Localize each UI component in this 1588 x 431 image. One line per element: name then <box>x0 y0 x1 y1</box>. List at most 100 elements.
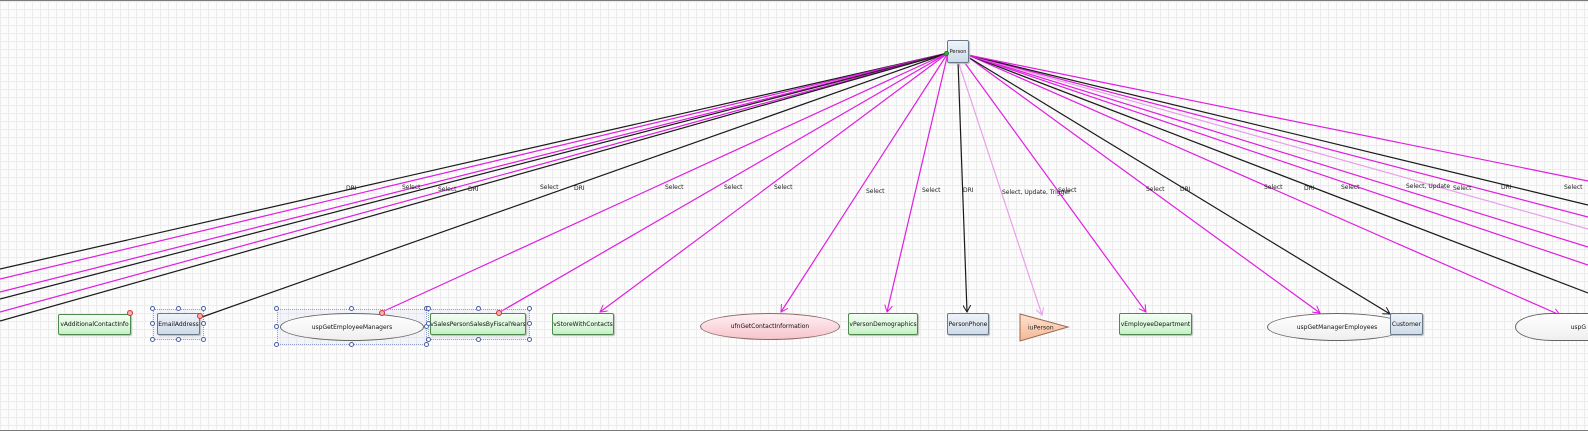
edge-select-uspg <box>967 54 1560 315</box>
selection-handle[interactable] <box>426 306 431 311</box>
selection-handle[interactable] <box>424 342 429 347</box>
node-person[interactable]: Person <box>947 40 969 63</box>
edge-label: Select, Update <box>1406 183 1450 190</box>
edge-label: Select <box>540 184 559 191</box>
selection-handle[interactable] <box>349 342 354 347</box>
selection-handle[interactable] <box>150 306 155 311</box>
reference-handle[interactable] <box>379 310 385 316</box>
edge-label: Select <box>438 186 457 193</box>
selection-handle[interactable] <box>527 321 532 326</box>
node-label: vEmployeeDepartment <box>1120 320 1191 328</box>
node-label: uspGetManagerEmployees <box>1296 323 1378 331</box>
node-label: vStoreWithContacts <box>553 320 613 328</box>
selection-handle[interactable] <box>476 306 481 311</box>
node-ufngetcontactinformation[interactable]: ufnGetContactInformation <box>700 313 840 340</box>
edge-label: Select <box>774 184 793 191</box>
edge-select-right-1 <box>967 54 1588 266</box>
edge-label: DRI <box>1180 186 1191 193</box>
selection-handle[interactable] <box>274 342 279 347</box>
node-label: vPersonDemographics <box>849 320 917 328</box>
selection-handle[interactable] <box>476 337 481 342</box>
edge-label: DRI <box>963 187 974 194</box>
node-label: EmailAddress <box>158 320 199 328</box>
reference-handle[interactable] <box>127 310 133 316</box>
edge-label: DRI <box>468 186 479 193</box>
edge-dri-left-2 <box>0 52 949 300</box>
edge-select-vpersondemographics <box>887 52 949 312</box>
node-vpersondemographics[interactable]: vPersonDemographics <box>848 313 918 335</box>
node-vadditionalcontactinfo[interactable]: vAdditionalContactInfo <box>58 314 131 335</box>
edge-label: Select <box>922 187 941 194</box>
node-label: ufnGetContactInformation <box>730 323 810 330</box>
node-customer[interactable]: Customer <box>1390 313 1423 335</box>
selection-handle[interactable] <box>527 306 532 311</box>
node-emailaddress[interactable]: EmailAddress <box>157 313 200 335</box>
selection-handle[interactable] <box>201 337 206 342</box>
edge-select-vstorewithcontacts <box>600 52 949 312</box>
edge-label: Select <box>1058 187 1077 194</box>
edge-select-right-3 <box>967 54 1588 218</box>
edge-select-uspgetmanageremployees <box>967 56 1320 313</box>
selection-handle[interactable] <box>349 306 354 311</box>
node-label: Customer <box>1391 320 1422 328</box>
node-uspgetmanageremployees[interactable]: uspGetManagerEmployees <box>1267 313 1407 341</box>
edge-label: DRI <box>1304 185 1315 192</box>
edge-dri-right-1 <box>967 54 1588 294</box>
node-label: uspG <box>1570 323 1586 331</box>
selection-handle[interactable] <box>150 321 155 326</box>
reference-handle[interactable] <box>197 313 203 319</box>
node-uspg-partial[interactable]: uspG <box>1515 313 1588 341</box>
node-uspgetemployeemanagers[interactable]: uspGetEmployeeManagers <box>280 313 424 341</box>
edge-label: Select <box>665 184 684 191</box>
selection-handle[interactable] <box>426 321 431 326</box>
edge-select-left-1 <box>0 52 949 280</box>
node-anchor[interactable] <box>944 51 949 56</box>
node-vsalespersonsalesbyfiscalyears[interactable]: vSalesPersonSalesByFiscalYears <box>430 313 526 335</box>
edge-dri-left-1 <box>0 52 949 270</box>
node-label: iuPerson <box>1028 325 1054 332</box>
selection-handle[interactable] <box>274 306 279 311</box>
edge-select-vemployeedepartment <box>961 58 1146 312</box>
edge-dri-personphone <box>957 60 967 312</box>
selection-handle[interactable] <box>176 337 181 342</box>
edge-dri-emailaddress <box>0 52 949 322</box>
node-label: vSalesPersonSalesByFiscalYears <box>430 320 526 328</box>
node-label: uspGetEmployeeManagers <box>311 323 393 331</box>
edge-label: DRI <box>1501 184 1512 191</box>
reference-handle[interactable] <box>496 310 502 316</box>
selection-handle[interactable] <box>150 337 155 342</box>
edge-label: Select <box>1146 186 1165 193</box>
edge-label: Select <box>1264 184 1283 191</box>
edge-select-ufngetcontactinformation <box>781 52 949 312</box>
selection-handle[interactable] <box>176 306 181 311</box>
edge-label: Select <box>1564 184 1583 191</box>
edge-label: Select <box>866 188 885 195</box>
edge-label: DRI <box>574 185 585 192</box>
edge-dri-customer <box>967 56 1390 314</box>
edge-select-vsalesperson <box>499 52 949 313</box>
edge-label: Select <box>1341 184 1360 191</box>
node-label: vAdditionalContactInfo <box>60 321 129 328</box>
node-label: Person <box>949 48 967 55</box>
selection-handle[interactable] <box>201 321 206 326</box>
edge-label: Select <box>1453 185 1472 192</box>
node-vstorewithcontacts[interactable]: vStoreWithContacts <box>552 313 614 335</box>
edge-dri-right-2 <box>967 54 1588 206</box>
node-iuperson[interactable]: iuPerson <box>1019 313 1071 342</box>
edge-selectupdatetrigger-iuperson <box>957 60 1042 315</box>
selection-handle[interactable] <box>426 337 431 342</box>
selection-handle[interactable] <box>201 306 206 311</box>
edge-select-right-2 <box>967 54 1588 248</box>
edge-select-left-2 <box>0 52 949 293</box>
node-label: PersonPhone <box>948 320 988 328</box>
edge-select-right-4 <box>967 54 1588 182</box>
selection-handle[interactable] <box>274 324 279 329</box>
node-vemployeedepartment[interactable]: vEmployeeDepartment <box>1119 313 1192 335</box>
edge-dri-emailaddress-2 <box>201 52 949 318</box>
edge-label: Select <box>724 184 743 191</box>
selection-handle[interactable] <box>527 337 532 342</box>
edge-label: Select, Update, Trigger <box>1002 189 1071 196</box>
node-personphone[interactable]: PersonPhone <box>947 313 989 335</box>
